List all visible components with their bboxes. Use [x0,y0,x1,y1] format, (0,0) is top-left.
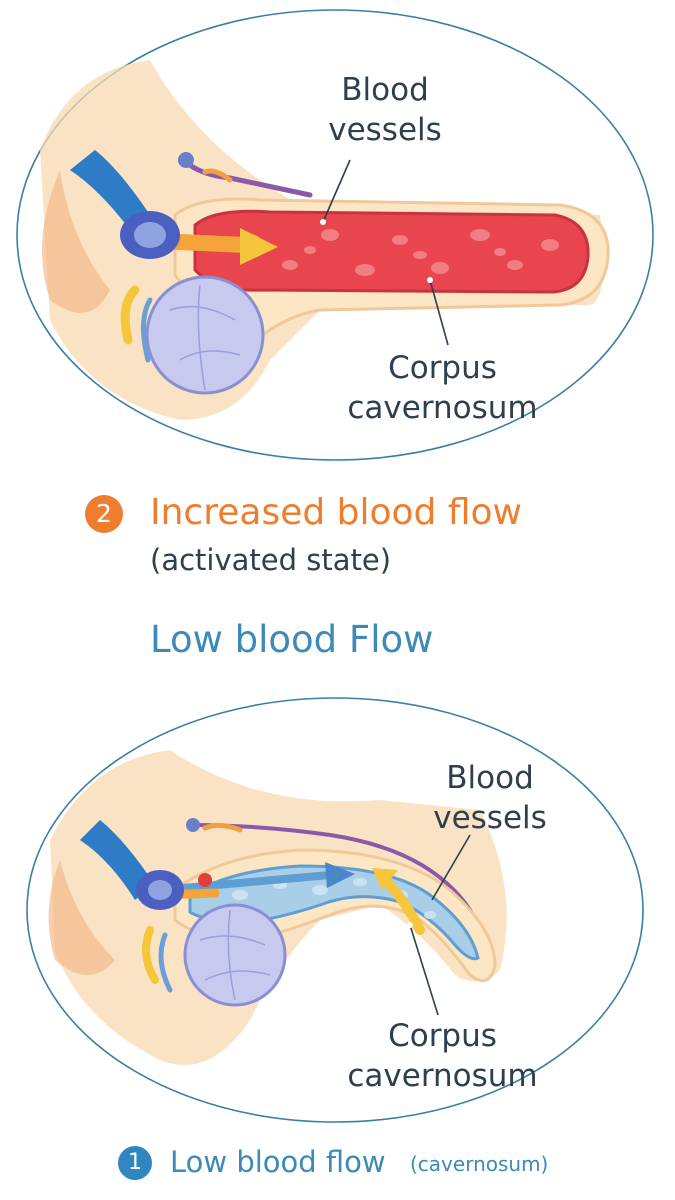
corpus-leader-line [429,279,449,346]
step-badge-2: 2 [85,495,123,533]
artery-node [178,152,194,168]
blue-vessel [70,150,150,230]
resting-corpus [188,864,480,961]
activated-title: Increased blood flow [150,492,522,533]
step-badge-1: 1 [118,1146,152,1180]
label-blood-vessels-bottom: Blood vessels [433,760,547,836]
oval-frame [26,697,644,1123]
label-blood-vessels-top: Blood vessels [328,72,442,148]
label-corpus-cavernosum-bottom: Corpus cavernosum [347,1018,538,1094]
label-corpus-cavernosum-top: Corpus cavernosum [347,350,538,426]
section-heading: Low blood Flow [150,618,434,661]
vessels-leader-line [322,159,351,223]
resting-state-panel: Blood vessels Corpus cavernosum [0,690,675,1130]
testis [183,903,287,1007]
oval-frame [16,9,654,461]
return-flow-arrow [380,875,425,935]
resting-subtitle: (cavernosum) [410,1152,549,1176]
pelvic-bone [42,170,110,313]
blood-flow-arrow [156,871,334,894]
activated-state-panel: Blood vessels Corpus cavernosum [0,0,675,480]
pelvic-bone [48,860,115,975]
vessels-leader-line [431,834,471,901]
resting-anatomy-illustration [26,697,644,1123]
resting-title: Low blood flow [170,1145,386,1179]
activated-anatomy-illustration [16,9,654,461]
blue-vessel [80,820,155,900]
activated-subtitle: (activated state) [150,543,392,577]
blood-inflow-arrowhead [240,228,278,265]
corpus-leader-line [409,924,439,1016]
testis [145,275,265,395]
